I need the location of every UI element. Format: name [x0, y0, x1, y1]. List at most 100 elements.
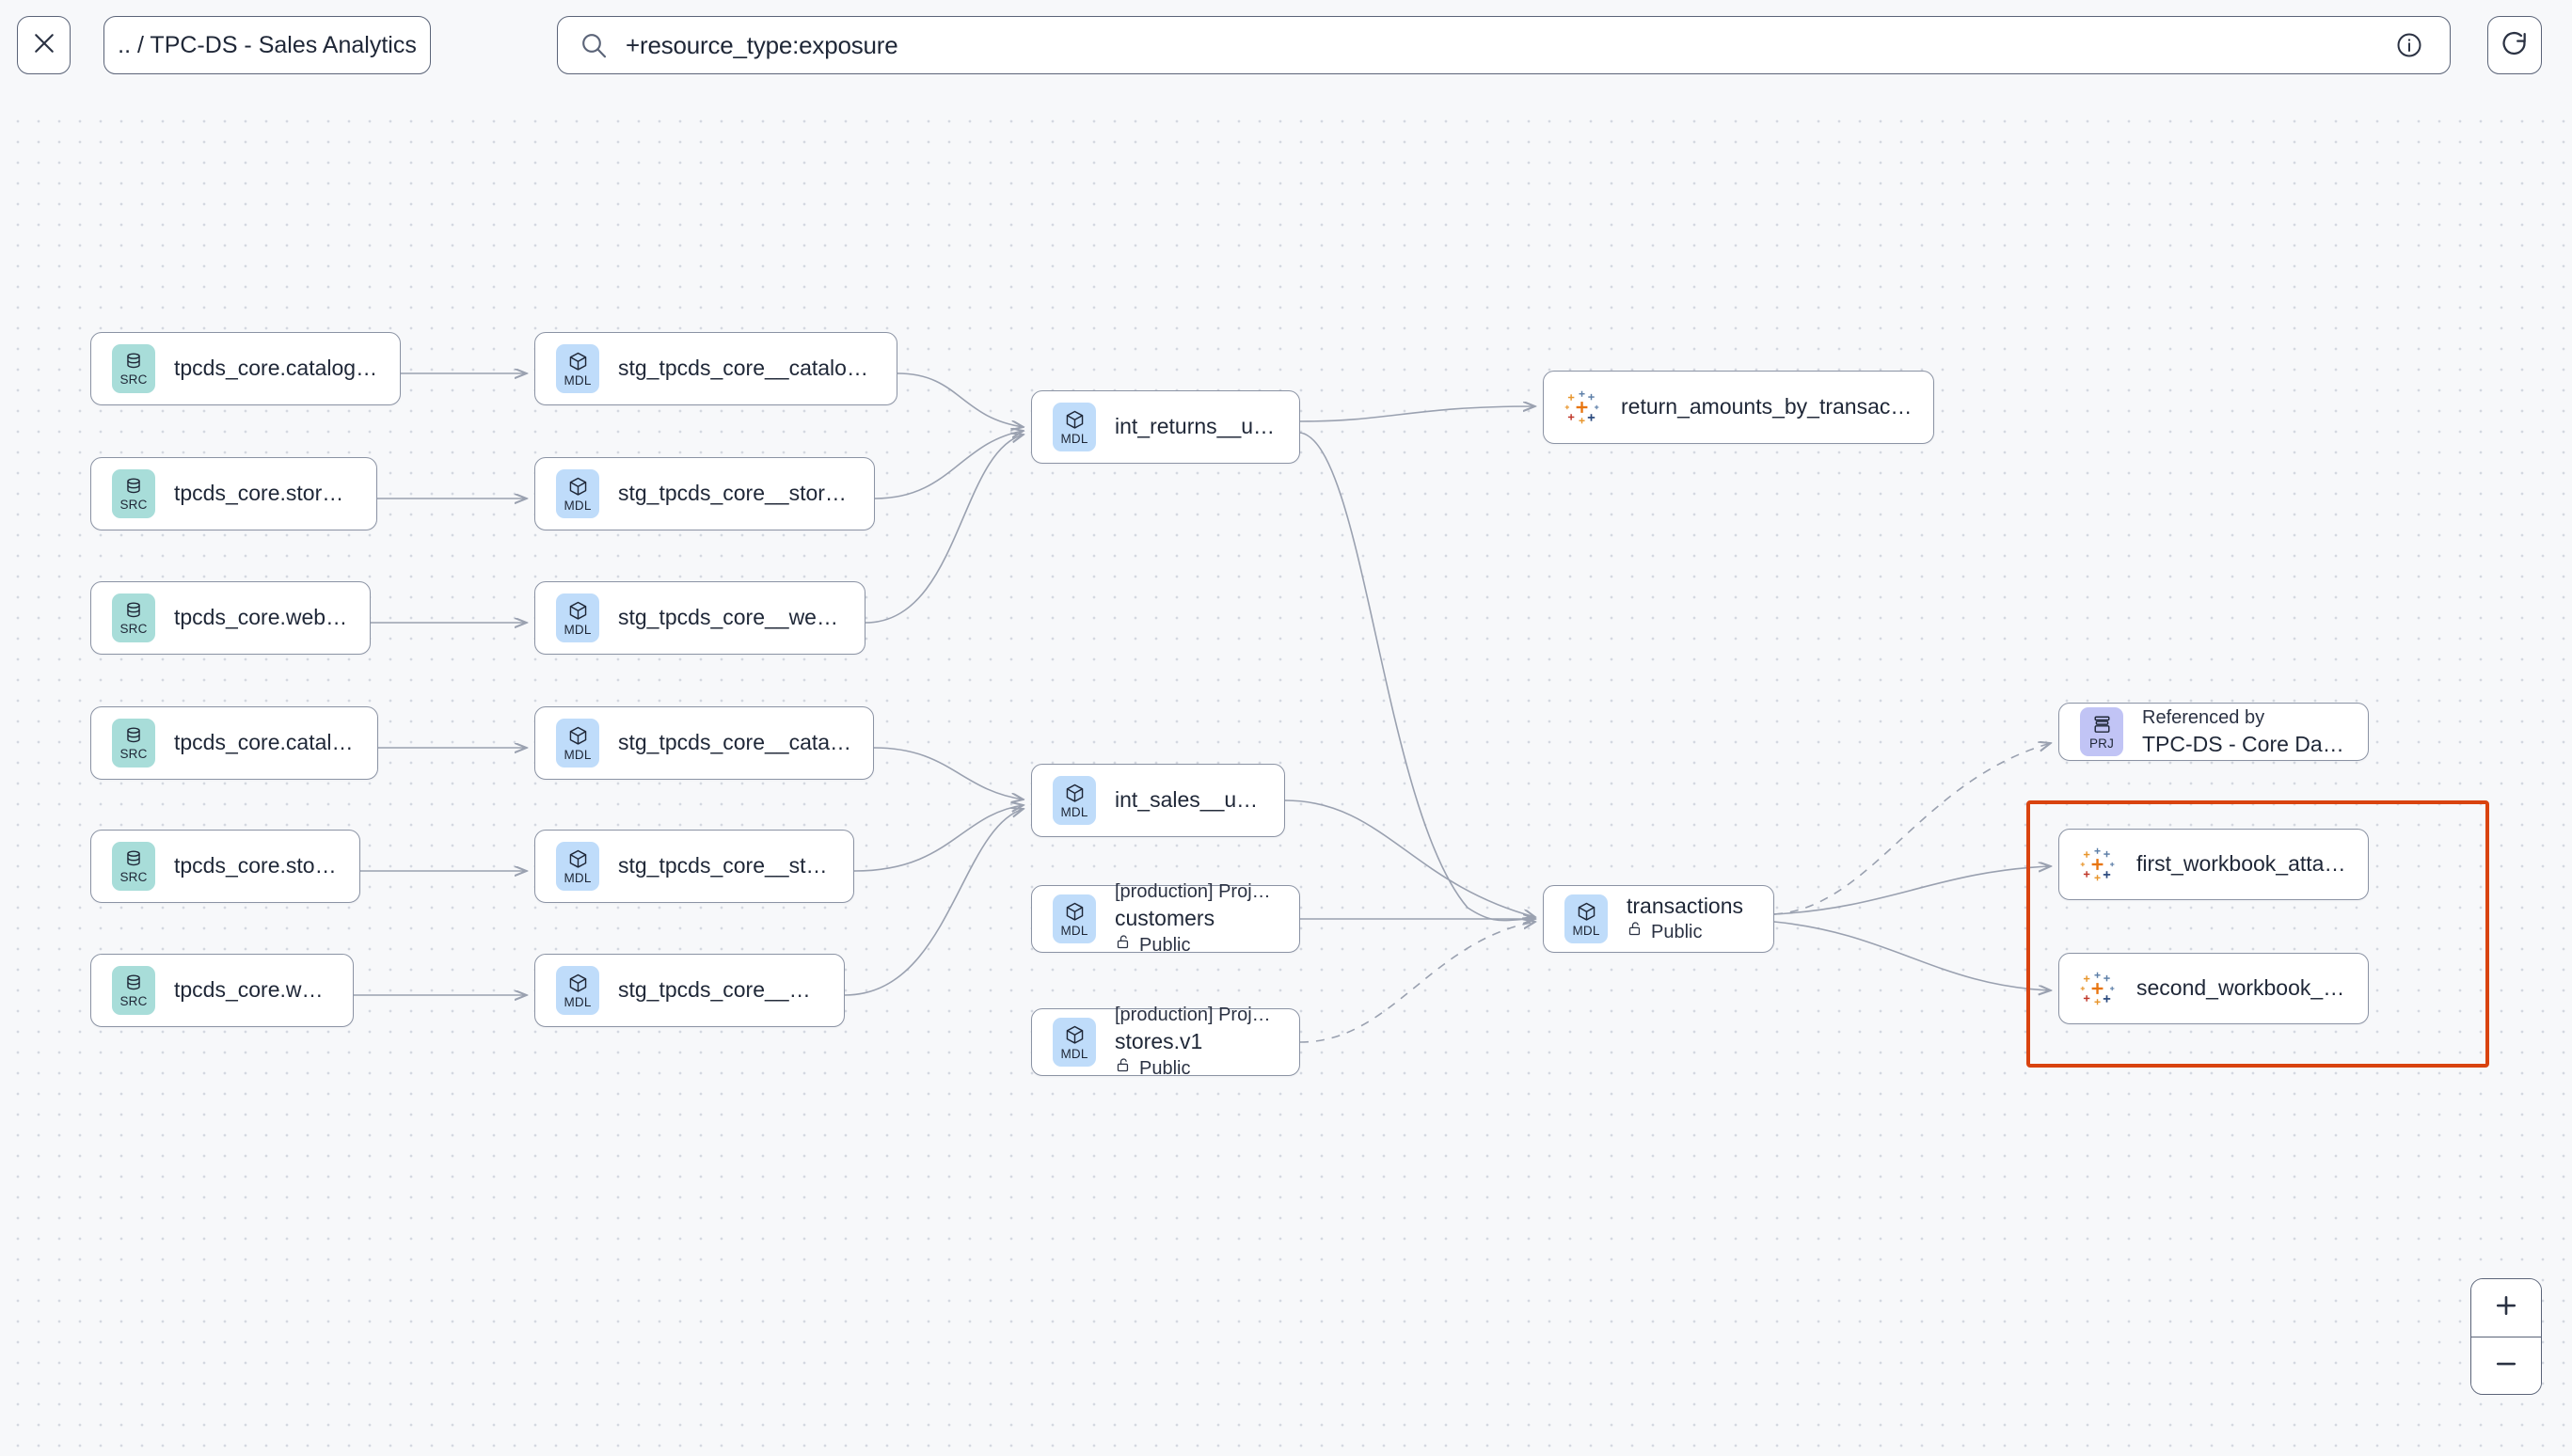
- tableau-exposure-icon: [2080, 971, 2116, 1006]
- node-type-badge-label: SRC: [119, 994, 148, 1009]
- node-type-badge-label: MDL: [564, 747, 592, 762]
- node-body: return_amounts_by_transaction_type: [1621, 393, 1913, 420]
- unlock-icon: [1115, 1056, 1133, 1082]
- node-subtitle: [production] Project: TPC-DS - Core Data…: [1115, 1005, 1278, 1026]
- node-title: stg_tpcds_core__web_returns: [618, 605, 844, 630]
- node-title: tpcds_core.store_returns: [174, 481, 356, 506]
- node-type-badge-mdl: MDL: [1053, 776, 1096, 825]
- node-type-badge-label: MDL: [564, 498, 592, 513]
- zoom-controls: [2470, 1278, 2542, 1395]
- node-type-badge-label: MDL: [564, 372, 592, 388]
- node-type-badge-src: SRC: [112, 593, 155, 642]
- node-type-badge-src: SRC: [112, 842, 155, 891]
- node-type-badge-mdl: MDL: [1053, 403, 1096, 451]
- node-title: stg_tpcds_core__store_sales: [618, 853, 833, 878]
- node-body: [production] Project: TPC-DS - Core Data…: [1115, 879, 1278, 957]
- node-type-badge-mdl: MDL: [556, 719, 599, 768]
- refresh-button[interactable]: [2487, 16, 2542, 74]
- graph-node-stg_catalog_sales[interactable]: MDL stg_tpcds_core__catalog_sales: [534, 706, 874, 780]
- minus-icon: [2492, 1350, 2520, 1383]
- node-type-badge-src: SRC: [112, 966, 155, 1015]
- node-body: first_workbook_attached_to_tpc-ds_-_…: [2136, 850, 2347, 878]
- zoom-out-button[interactable]: [2471, 1337, 2541, 1394]
- node-subtitle: Referenced by: [2142, 706, 2265, 728]
- node-visibility-label: Public: [1139, 934, 1191, 956]
- node-type-badge-label: SRC: [119, 372, 148, 388]
- graph-node-stg_catalog_returns[interactable]: MDL stg_tpcds_core__catalog_returns: [534, 332, 897, 405]
- close-icon: [30, 29, 58, 62]
- node-title: tpcds_core.catalog_returns: [174, 356, 379, 381]
- close-button[interactable]: [17, 16, 71, 74]
- search-input[interactable]: [624, 29, 2395, 61]
- graph-node-stg_store_returns[interactable]: MDL stg_tpcds_core__store_returns: [534, 457, 875, 530]
- node-title: customers: [1115, 906, 1215, 931]
- node-title: stores.v1: [1115, 1029, 1203, 1054]
- tableau-exposure-icon: [2080, 847, 2116, 882]
- node-type-badge-label: MDL: [1060, 804, 1088, 819]
- node-body: stg_tpcds_core__web_returns: [618, 604, 844, 631]
- graph-node-src_store_sales[interactable]: SRC tpcds_core.store_sales: [90, 830, 360, 903]
- node-body: tpcds_core.catalog_returns: [174, 355, 379, 382]
- node-title: second_workbook_connected_to_live…: [2136, 975, 2347, 1001]
- node-title: return_amounts_by_transaction_type: [1621, 394, 1913, 419]
- node-visibility: Public: [1115, 1056, 1278, 1082]
- search-bar[interactable]: [557, 16, 2451, 74]
- graph-node-stores_v1[interactable]: MDL [production] Project: TPC-DS - Core D…: [1031, 1005, 1300, 1079]
- node-title: stg_tpcds_core__catalog_returns: [618, 356, 876, 381]
- node-title: int_returns__unioned: [1115, 414, 1278, 439]
- node-type-badge-label: MDL: [564, 994, 592, 1009]
- node-body: tpcds_core.store_returns: [174, 480, 356, 507]
- node-body: stg_tpcds_core__store_returns: [618, 480, 853, 507]
- unlock-icon: [1115, 933, 1133, 958]
- node-type-badge-mdl: MDL: [556, 593, 599, 642]
- refresh-icon: [2500, 28, 2530, 63]
- node-type-badge-mdl: MDL: [556, 344, 599, 393]
- tableau-exposure-icon: [1564, 389, 1600, 425]
- graph-node-return_amounts[interactable]: return_amounts_by_transaction_type: [1543, 371, 1934, 444]
- graph-node-second_workbook[interactable]: second_workbook_connected_to_live…: [2058, 953, 2369, 1024]
- node-title: stg_tpcds_core__catalog_sales: [618, 730, 852, 755]
- info-icon[interactable]: [2395, 31, 2423, 59]
- node-type-badge-mdl: MDL: [556, 469, 599, 518]
- node-body: tpcds_core.web_sales: [174, 976, 332, 1004]
- top-toolbar: .. / TPC-DS - Sales Analytics: [0, 0, 2572, 111]
- graph-node-int_sales_unioned[interactable]: MDL int_sales__unioned: [1031, 764, 1285, 837]
- graph-node-stg_web_returns[interactable]: MDL stg_tpcds_core__web_returns: [534, 581, 865, 655]
- node-title: first_workbook_attached_to_tpc-ds_-_…: [2136, 851, 2347, 877]
- node-type-badge-label: MDL: [1060, 923, 1088, 938]
- node-body: [production] Project: TPC-DS - Core Data…: [1115, 1003, 1278, 1081]
- node-type-badge-src: SRC: [112, 469, 155, 518]
- graph-node-int_returns_unioned[interactable]: MDL int_returns__unioned: [1031, 390, 1300, 464]
- node-title: int_sales__unioned: [1115, 787, 1263, 813]
- node-title: transactions: [1627, 893, 1744, 918]
- graph-node-src_web_sales[interactable]: SRC tpcds_core.web_sales: [90, 954, 354, 1027]
- zoom-in-button[interactable]: [2471, 1279, 2541, 1337]
- graph-node-first_workbook[interactable]: first_workbook_attached_to_tpc-ds_-_…: [2058, 829, 2369, 900]
- graph-node-src_catalog_returns[interactable]: SRC tpcds_core.catalog_returns: [90, 332, 401, 405]
- node-visibility-label: Public: [1651, 922, 1703, 943]
- node-subtitle: [production] Project: TPC-DS - Core Data…: [1115, 881, 1278, 903]
- node-type-badge-label: MDL: [1060, 1046, 1088, 1061]
- node-type-badge-label: MDL: [1572, 923, 1600, 938]
- node-type-badge-src: SRC: [112, 719, 155, 768]
- graph-node-src_store_returns[interactable]: SRC tpcds_core.store_returns: [90, 457, 377, 530]
- graph-node-customers[interactable]: MDL [production] Project: TPC-DS - Core D…: [1031, 881, 1300, 956]
- bottom-toolbar: Lenses Resource type: [0, 1357, 2572, 1456]
- node-body: tpcds_core.store_sales: [174, 852, 339, 879]
- node-body: int_returns__unioned: [1115, 413, 1278, 440]
- node-type-badge-mdl: MDL: [556, 966, 599, 1015]
- node-type-badge-mdl: MDL: [1053, 894, 1096, 943]
- breadcrumb[interactable]: .. / TPC-DS - Sales Analytics: [103, 16, 431, 74]
- node-type-badge-label: PRJ: [2088, 736, 2115, 751]
- node-type-badge-prj: PRJ: [2080, 707, 2123, 756]
